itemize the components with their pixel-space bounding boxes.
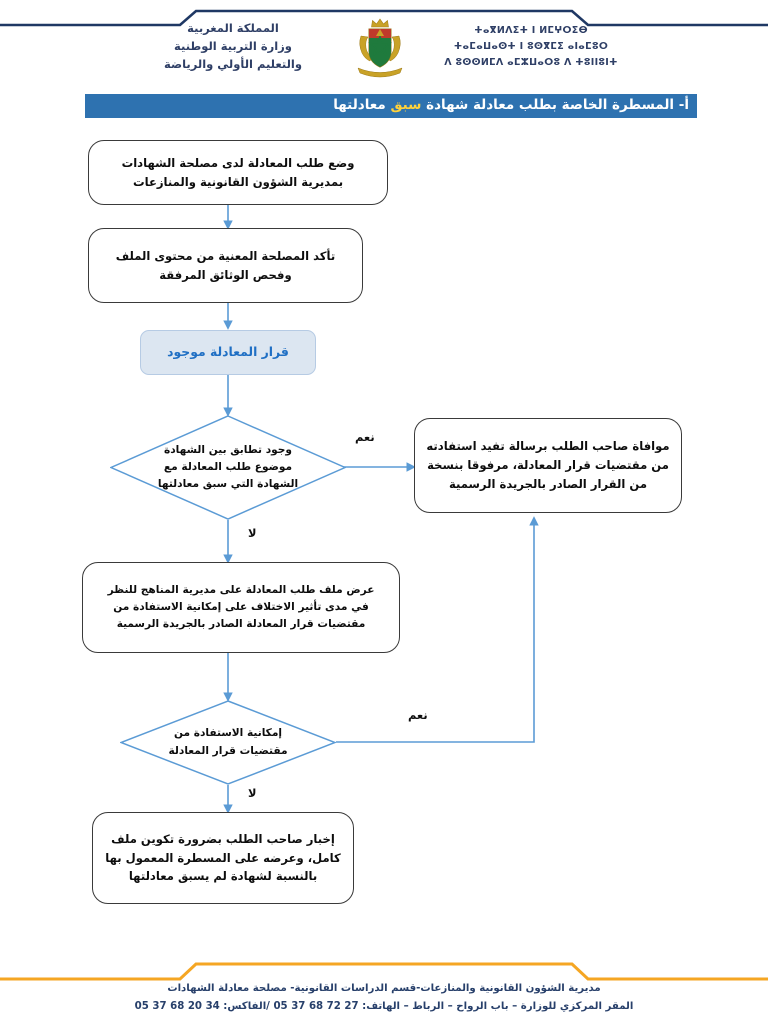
node-line: وضع طلب المعادلة لدى مصلحة الشهادات — [121, 155, 355, 170]
decision-match-label: وجود تطابق بين الشهادة موضوع طلب المعادل… — [110, 415, 346, 520]
edge-label-no-2: لا — [248, 786, 257, 800]
decision-eligibility[interactable]: إمكانية الاستفادة من مقتضيات قرار المعاد… — [120, 700, 336, 785]
title-highlight: سبق — [390, 97, 422, 114]
footer-rule — [0, 962, 768, 981]
diamond-shape — [110, 415, 346, 520]
node-line: موافاة صاحب الطلب برسالة تفيد استفادته — [426, 439, 670, 454]
header-rule — [0, 9, 768, 27]
kingdom-arabic: المملكة المغربية — [187, 21, 279, 36]
node-line: موضوع طلب المعادلة مع — [163, 460, 293, 473]
node-line: وفحص الوثائق المرفقة — [159, 267, 292, 282]
node-file-verification[interactable]: تأكد المصلحة المعنية من محتوى الملف وفحص… — [88, 228, 363, 303]
node-line: تأكد المصلحة المعنية من محتوى الملف — [115, 248, 336, 263]
footer-line-2: المقر المركزي للوزارة – باب الرواح – الر… — [134, 1000, 634, 1012]
node-notify-applicant[interactable]: موافاة صاحب الطلب برسالة تفيد استفادته م… — [414, 418, 682, 513]
node-line: من مقتضيات قرار المعادلة، مرفوقا بنسخة — [427, 458, 669, 473]
decision-match[interactable]: وجود تطابق بين الشهادة موضوع طلب المعادل… — [110, 415, 346, 520]
node-decision-exists[interactable]: قرار المعادلة موجود — [140, 330, 316, 375]
edge-label-no-1: لا — [248, 526, 257, 540]
node-line: عرض ملف طلب المعادلة على مديرية المناهج … — [107, 583, 375, 596]
node-line: بمديرية الشؤون القانونية والمنازعات — [132, 174, 344, 189]
node-line: إمكانية الاستفادة من — [173, 727, 283, 740]
section-title-bar: أ- المسطرة الخاصة بطلب معادلة شهادة سبق … — [85, 94, 697, 118]
letterhead: ⵜⴰⴳⵍⴷⵉⵜ ⵏ ⵍⵎⵖⵔⵉⴱ ⵜⴰⵎⴰⵡⴰⵙⵜ ⵏ ⵓⵙⴳⵎⵉ ⴰⵏⴰⵎⵓⵔ… — [0, 14, 768, 80]
title-before: المسطرة الخاصة بطلب معادلة شهادة — [421, 97, 679, 114]
node-line: من القرار الصادر بالجريدة الرسمية — [448, 476, 648, 491]
letterhead-arabic: المملكة المغربية وزارة التربية الوطنية و… — [124, 20, 342, 73]
edge-label-yes-2: نعم — [408, 708, 428, 722]
kingdom-tifinagh: ⵜⴰⴳⵍⴷⵉⵜ ⵏ ⵍⵎⵖⵔⵉⴱ — [474, 24, 588, 36]
title-index: أ- — [678, 97, 689, 114]
title-after: معادلتها — [333, 97, 391, 114]
node-line: وجود تطابق بين الشهادة — [163, 443, 293, 456]
footer: مديرية الشؤون القانونية والمنازعات-قسم ا… — [0, 980, 768, 1016]
edge-label-yes-1: نعم — [355, 430, 375, 444]
node-line: قرار المعادلة موجود — [167, 344, 289, 360]
decision-eligibility-label: إمكانية الاستفادة من مقتضيات قرار المعاد… — [120, 700, 336, 785]
node-inform-complete-file[interactable]: إخبار صاحب الطلب بضرورة تكوين ملف كامل، … — [92, 812, 354, 904]
ministry-tifinagh: ⵜⴰⵎⴰⵡⴰⵙⵜ ⵏ ⵓⵙⴳⵎⵉ ⴰⵏⴰⵎⵓⵔ — [453, 40, 609, 52]
node-line: مقتضيات قرار المعادلة — [168, 744, 288, 757]
node-line: الشهادة التي سبق معادلتها — [157, 478, 299, 491]
node-line: بالنسبة لشهادة لم يسبق معادلتها — [128, 869, 318, 884]
node-line: مقتضيات قرار المعادلة الصادر بالجريدة ال… — [116, 618, 366, 631]
footer-line-1: مديرية الشؤون القانونية والمنازعات-قسم ا… — [167, 983, 601, 994]
node-request-submission[interactable]: وضع طلب المعادلة لدى مصلحة الشهادات بمدي… — [88, 140, 388, 205]
node-refer-to-curricula[interactable]: عرض ملف طلب المعادلة على مديرية المناهج … — [82, 562, 400, 653]
ministry-tifinagh-2: ⴷ ⵓⵙⵙⵍⵎⴷ ⴰⵎⵣⵡⴰⵔⵓ ⴷ ⵜⵓⵏⵏⵓⵏⵜ — [444, 57, 618, 69]
page-title: أ- المسطرة الخاصة بطلب معادلة شهادة سبق … — [333, 99, 689, 113]
diamond-shape — [120, 700, 336, 785]
ministry-arabic: وزارة التربية الوطنية — [174, 39, 292, 54]
node-line: كامل، وعرضه على المسطرة المعمول بها — [105, 850, 341, 865]
ministry-arabic-2: والتعليم الأولي والرياضة — [164, 56, 302, 71]
node-line: في مدى تأثير الاختلاف على إمكانية الاستف… — [113, 600, 369, 613]
moroccan-coat-of-arms-icon — [357, 18, 403, 78]
letterhead-tifinagh: ⵜⴰⴳⵍⴷⵉⵜ ⵏ ⵍⵎⵖⵔⵉⴱ ⵜⴰⵎⴰⵡⴰⵙⵜ ⵏ ⵓⵙⴳⵎⵉ ⴰⵏⴰⵎⵓⵔ… — [418, 23, 644, 72]
node-line: إخبار صاحب الطلب بضرورة تكوين ملف — [111, 831, 335, 846]
